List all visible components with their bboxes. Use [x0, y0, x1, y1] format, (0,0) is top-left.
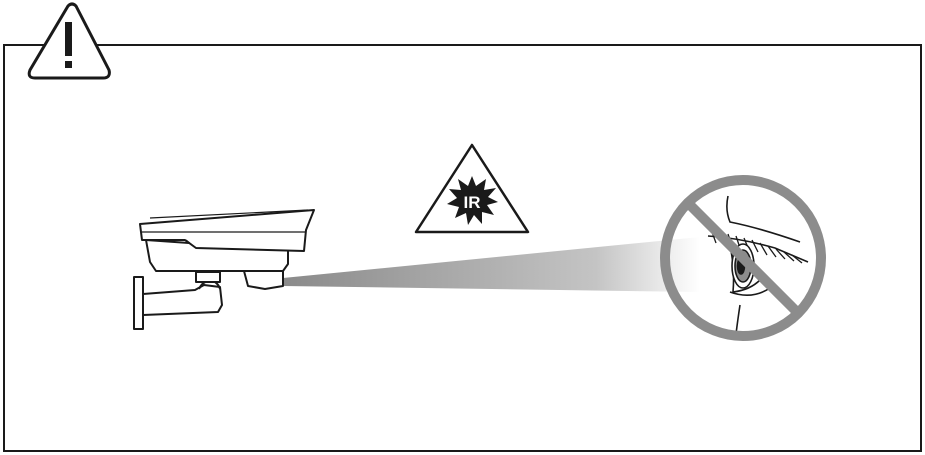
- ir-beam: [283, 237, 700, 292]
- no-eye-exposure-icon: [660, 175, 826, 341]
- exclamation-triangle-icon: [27, 2, 111, 80]
- warning-frame: [3, 44, 922, 452]
- bullet-camera-icon: [133, 209, 315, 330]
- infrared-radiation-warning-icon: IR: [414, 143, 530, 234]
- ir-label: IR: [464, 193, 481, 212]
